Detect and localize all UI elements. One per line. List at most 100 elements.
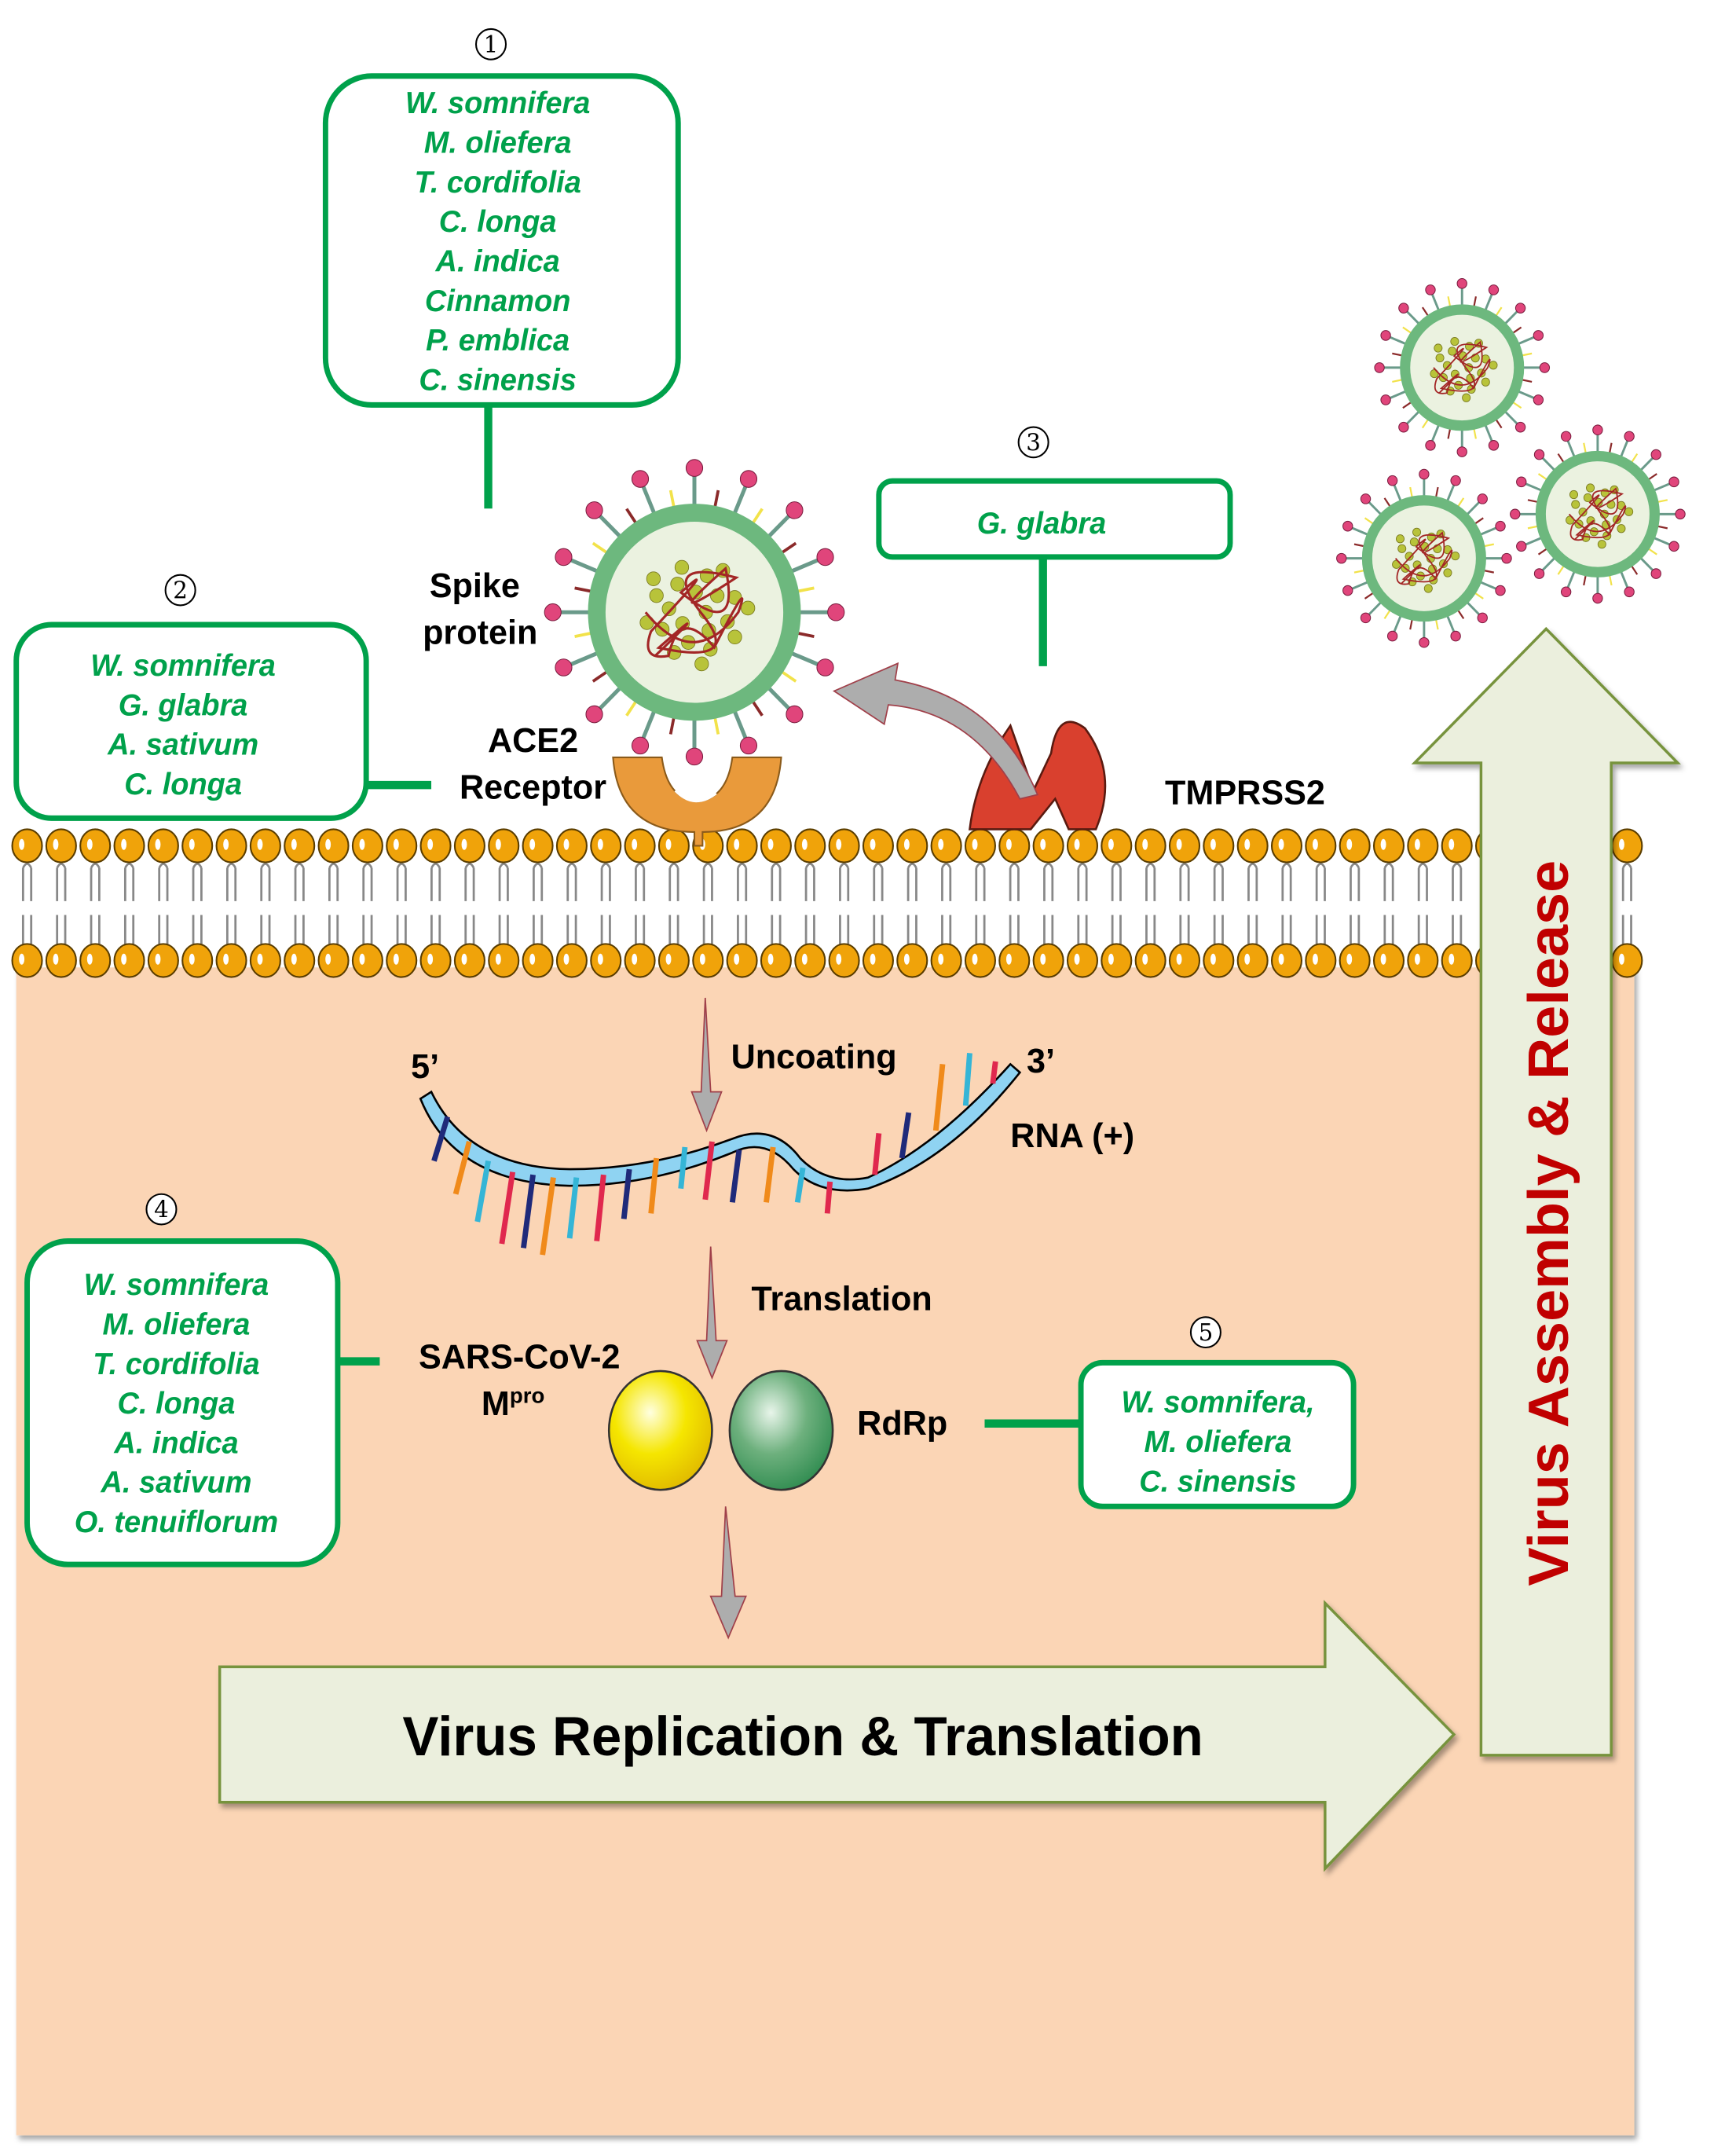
spike-head (1477, 493, 1488, 504)
lipid-highlight (121, 953, 127, 965)
lipid-highlight (1618, 838, 1624, 850)
uncoating-arrow (690, 997, 723, 1133)
nucleocapsid (1423, 584, 1433, 593)
species-name: G. glabra (977, 507, 1107, 541)
lipid-head (1101, 828, 1133, 864)
spike-head (585, 501, 603, 519)
nucleocapsid (670, 577, 685, 592)
lipid-tail (906, 862, 917, 901)
nucleocapsid (1450, 336, 1459, 346)
spike-head (1624, 431, 1635, 442)
lipid-head (1407, 828, 1439, 864)
lipid-highlight (870, 838, 876, 850)
replication-arrow-label: Virus Replication & Translation (402, 1705, 1203, 1767)
lipid-highlight (19, 838, 25, 850)
spike-head (1650, 568, 1661, 579)
lipid-tail (294, 862, 305, 901)
lipid-head (726, 828, 758, 864)
lipid-highlight (1040, 953, 1046, 965)
nucleocapsid (1435, 353, 1445, 363)
lipid-head (930, 943, 962, 978)
lipid-head (896, 943, 928, 978)
lipid-tail (1315, 862, 1326, 901)
rna-strand-icon (419, 1053, 1022, 1256)
lipid-tail (975, 862, 986, 901)
lipid-highlight (325, 838, 331, 850)
lipid-tail (1417, 862, 1428, 901)
spike-head (1560, 431, 1572, 442)
species-name: A. sativum (107, 728, 258, 761)
lipid-head (453, 943, 485, 978)
spike-head (1650, 449, 1661, 460)
nucleocapsid (1442, 361, 1452, 370)
lipid-tail (1043, 862, 1054, 901)
nucleocapsid (1583, 493, 1592, 503)
nucleotide-base (452, 1141, 472, 1195)
lipid-head (45, 828, 77, 864)
lipid-highlight (189, 953, 195, 965)
lipid-head (930, 828, 962, 864)
lipid-highlight (597, 953, 603, 965)
spike-head (1624, 586, 1635, 598)
lipid-highlight (632, 953, 638, 965)
spike-head (1380, 394, 1391, 405)
lipid-head (1611, 828, 1643, 864)
lipid-head (284, 828, 316, 864)
lipid-head (862, 943, 894, 978)
lipid-head (964, 943, 996, 978)
lipid-highlight (699, 953, 705, 965)
lipid-head (1270, 828, 1303, 864)
inhibitor-box-rdrp (1078, 1359, 1357, 1509)
step-number-badge (145, 1193, 178, 1226)
lipid-tail (430, 862, 441, 901)
step-number: 3 (1026, 429, 1041, 456)
lipid-tail (21, 862, 33, 901)
nucleotide-base (872, 1133, 882, 1175)
lipid-tail (192, 862, 203, 901)
lipid-head (249, 943, 281, 978)
lipid-tail (1179, 862, 1190, 901)
lipid-head (79, 828, 112, 864)
spike-head (1342, 585, 1353, 596)
nucleotide-base (648, 1157, 660, 1214)
lipid-highlight (836, 953, 842, 965)
lipid-head (386, 828, 418, 864)
lipid-head (555, 828, 588, 864)
spike-head (1419, 636, 1430, 648)
spike-head (786, 501, 804, 519)
lipid-highlight (734, 838, 740, 850)
spike-head (1342, 520, 1353, 532)
lipid-highlight (1142, 838, 1148, 850)
step-number-badge (164, 574, 196, 607)
spike-head (1456, 277, 1467, 289)
lipid-highlight (291, 838, 297, 850)
lipid-highlight (1210, 953, 1216, 965)
lipid-highlight (734, 953, 740, 965)
species-list: G. glabra (977, 507, 1107, 541)
nucleocapsid (741, 600, 756, 616)
nucleocapsid (727, 629, 742, 645)
nucleocapsid (1448, 346, 1457, 356)
nucleotide-base (932, 1064, 946, 1131)
nucleocapsid (1409, 537, 1419, 547)
species-name: W. somnifera (405, 86, 591, 120)
spike-head (1398, 302, 1409, 314)
inhibitor-box-spike (322, 73, 681, 408)
lipid-highlight (1040, 838, 1046, 850)
lipid-head (828, 943, 860, 978)
lipid-head (453, 828, 485, 864)
species-name: G. glabra (119, 688, 248, 722)
spike-head (1425, 284, 1436, 295)
lipid-head (828, 828, 860, 864)
lipid-head (1611, 943, 1643, 978)
lipid-highlight (359, 953, 365, 965)
step-number-badge (474, 28, 507, 60)
spike-head (1374, 362, 1385, 373)
lipid-tail (839, 862, 850, 901)
nucleotide-base (499, 1172, 516, 1245)
spike-head (1560, 586, 1572, 598)
release-arrow-label: Virus Assembly & Release (1517, 860, 1580, 1586)
lipid-head (419, 943, 452, 978)
